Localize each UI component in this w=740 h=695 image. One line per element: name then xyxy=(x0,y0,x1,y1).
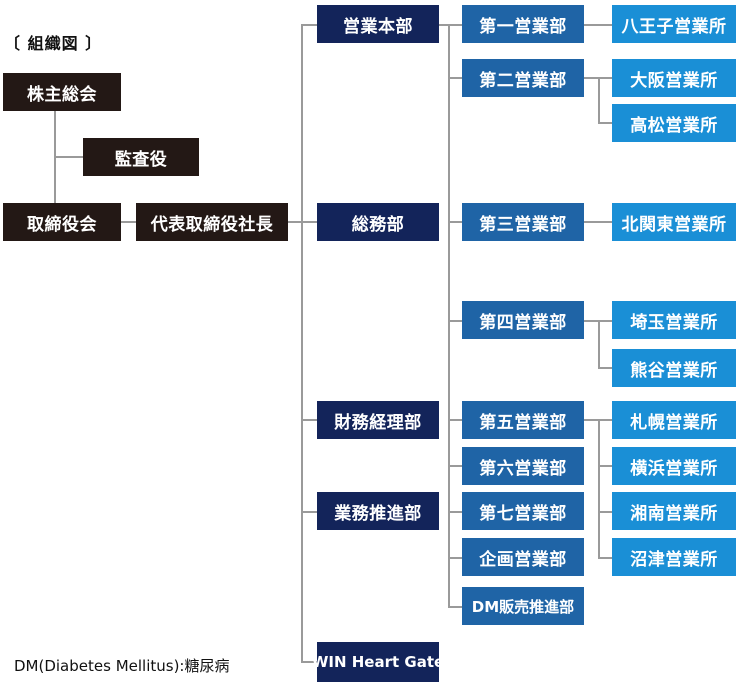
auditor-box: 監査役 xyxy=(83,138,199,176)
office-takamatsu: 高松営業所 xyxy=(612,104,736,142)
connector-line xyxy=(598,320,600,368)
connector-line xyxy=(448,24,450,607)
connector-line xyxy=(584,221,612,223)
connector-line xyxy=(598,511,612,513)
connector-line xyxy=(448,465,462,467)
connector-line xyxy=(448,419,462,421)
office-saitama: 埼玉営業所 xyxy=(612,301,736,339)
office-sapporo: 札幌営業所 xyxy=(612,401,736,439)
shareholders-meeting-box: 株主総会 xyxy=(3,73,121,111)
division-sales-5: 第五営業部 xyxy=(462,401,584,439)
connector-line xyxy=(448,77,462,79)
connector-line xyxy=(448,511,462,513)
hq-win-heart-gate: WIN Heart Gate xyxy=(312,642,444,682)
connector-line xyxy=(598,122,612,124)
division-sales-1: 第一営業部 xyxy=(462,5,584,43)
board-of-directors-box: 取締役会 xyxy=(3,203,121,241)
office-numazu: 沼津営業所 xyxy=(612,538,736,576)
office-yokohama: 横浜営業所 xyxy=(612,447,736,485)
connector-line xyxy=(288,221,302,223)
connector-line xyxy=(598,557,612,559)
hq-finance-accounting: 財務経理部 xyxy=(317,401,439,439)
connector-line xyxy=(448,221,462,223)
office-shonan: 湘南営業所 xyxy=(612,492,736,530)
connector-line xyxy=(301,661,317,663)
connector-line xyxy=(301,24,317,26)
division-planning-sales: 企画営業部 xyxy=(462,538,584,576)
connector-line xyxy=(301,511,317,513)
division-sales-4: 第四営業部 xyxy=(462,301,584,339)
connector-line xyxy=(301,24,303,662)
hq-general-affairs: 総務部 xyxy=(317,203,439,241)
chart-title: 〔 組織図 〕 xyxy=(4,34,103,53)
office-kita-kanto: 北関東営業所 xyxy=(612,203,736,241)
hq-sales-headquarters: 営業本部 xyxy=(317,5,439,43)
connector-line xyxy=(584,24,612,26)
president-box: 代表取締役社長 xyxy=(136,203,288,241)
connector-line xyxy=(120,221,136,223)
abbreviation-note: DM(Diabetes Mellitus):糖尿病 xyxy=(14,657,230,675)
division-sales-7: 第七営業部 xyxy=(462,492,584,530)
office-hachioji: 八王子営業所 xyxy=(612,5,736,43)
division-sales-3: 第三営業部 xyxy=(462,203,584,241)
connector-line xyxy=(301,221,317,223)
connector-line xyxy=(301,419,317,421)
division-sales-6: 第六営業部 xyxy=(462,447,584,485)
connector-line xyxy=(598,367,612,369)
division-dm-sales-promotion: DM販売推進部 xyxy=(462,587,584,625)
connector-line xyxy=(448,606,462,608)
connector-line xyxy=(598,465,612,467)
connector-line xyxy=(598,77,600,123)
connector-line xyxy=(55,156,83,158)
hq-business-promotion: 業務推進部 xyxy=(317,492,439,530)
connector-line xyxy=(448,557,462,559)
connector-line xyxy=(438,24,462,26)
division-sales-2: 第二営業部 xyxy=(462,59,584,97)
connector-line xyxy=(598,419,600,558)
connector-line xyxy=(448,320,462,322)
office-osaka: 大阪営業所 xyxy=(612,59,736,97)
office-kumagaya: 熊谷営業所 xyxy=(612,349,736,387)
